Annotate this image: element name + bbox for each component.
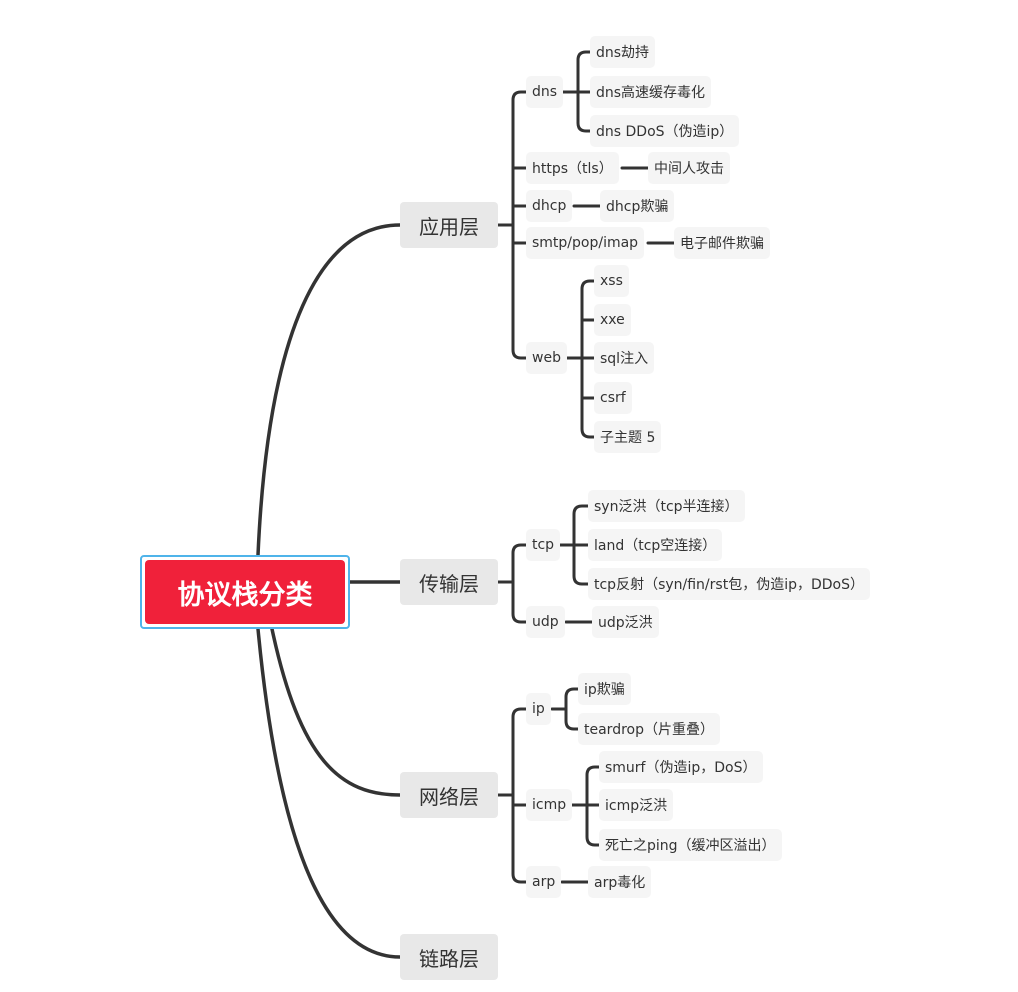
leaf-label: csrf xyxy=(600,390,626,406)
leaf-mitm[interactable]: 中间人攻击 xyxy=(648,152,730,184)
leaf-label: 子主题 5 xyxy=(600,430,656,446)
leaf-subtopic-5[interactable]: 子主题 5 xyxy=(594,421,662,453)
app-bracket-child-4 xyxy=(511,223,528,360)
root-node[interactable]: 协议栈分类 xyxy=(140,555,350,629)
leaf-tcp-reflect[interactable]: tcp反射（syn/fin/rst包，伪造ip，DDoS） xyxy=(588,568,870,600)
branch-label: 传输层 xyxy=(419,571,479,596)
ip-bracket-child-1 xyxy=(564,707,580,731)
topic-label: dhcp xyxy=(532,198,567,214)
leaf-ip-spoof[interactable]: ip欺骗 xyxy=(578,673,631,705)
root-link-application xyxy=(256,223,402,557)
topic-tcp[interactable]: tcp xyxy=(526,529,561,561)
leaf-land[interactable]: land（tcp空连接） xyxy=(588,529,723,561)
topic-label: dns xyxy=(532,84,558,100)
leaf-dhcp-spoof[interactable]: dhcp欺骗 xyxy=(600,190,675,222)
topic-dns[interactable]: dns xyxy=(526,76,564,108)
topic-icmp[interactable]: icmp xyxy=(526,789,573,821)
branch-label: 应用层 xyxy=(419,214,479,239)
root-label: 协议栈分类 xyxy=(145,560,345,624)
branch-label: 链路层 xyxy=(419,946,479,971)
tcp-bracket-child-0 xyxy=(572,504,590,547)
leaf-label: teardrop（片重叠） xyxy=(584,722,714,738)
network-bracket-child-0 xyxy=(511,707,528,797)
branch-link-layer[interactable]: 链路层 xyxy=(400,934,498,980)
leaf-label: tcp反射（syn/fin/rst包，伪造ip，DDoS） xyxy=(594,577,864,593)
leaf-label: 电子邮件欺骗 xyxy=(680,236,764,252)
leaf-label: arp毒化 xyxy=(594,875,646,891)
ip-bracket-child-0 xyxy=(564,687,580,711)
leaf-label: 死亡之ping（缓冲区溢出） xyxy=(605,838,776,854)
leaf-dns-ddos[interactable]: dns DDoS（伪造ip） xyxy=(590,115,740,147)
topic-udp[interactable]: udp xyxy=(526,606,565,638)
leaf-xss[interactable]: xss xyxy=(594,265,629,297)
root-link-network xyxy=(270,627,402,797)
leaf-smurf[interactable]: smurf（伪造ip，DoS） xyxy=(599,751,763,783)
leaf-udp-flood[interactable]: udp泛洪 xyxy=(592,606,659,638)
leaf-label: smurf（伪造ip，DoS） xyxy=(605,760,757,776)
leaf-sqli[interactable]: sql注入 xyxy=(594,342,655,374)
app-bracket-child-0 xyxy=(511,90,528,227)
leaf-label: xxe xyxy=(600,312,625,328)
leaf-label: syn泛洪（tcp半连接） xyxy=(594,499,739,515)
root-link-link-layer xyxy=(256,627,402,959)
leaf-teardrop[interactable]: teardrop（片重叠） xyxy=(578,713,720,745)
leaf-email-spoof[interactable]: 电子邮件欺骗 xyxy=(674,227,770,259)
topic-arp[interactable]: arp xyxy=(526,866,562,898)
leaf-label: dns高速缓存毒化 xyxy=(596,85,706,101)
topic-smtp[interactable]: smtp/pop/imap xyxy=(526,227,645,259)
leaf-dns-cache-poison[interactable]: dns高速缓存毒化 xyxy=(590,76,712,108)
topic-web[interactable]: web xyxy=(526,342,567,374)
leaf-syn-flood[interactable]: syn泛洪（tcp半连接） xyxy=(588,490,745,522)
leaf-label: udp泛洪 xyxy=(598,615,653,631)
leaf-label: sql注入 xyxy=(600,351,649,367)
web-bracket-child-4 xyxy=(580,356,596,439)
leaf-label: 中间人攻击 xyxy=(654,161,724,177)
transport-bracket-child-0 xyxy=(511,543,528,584)
branch-transport-layer[interactable]: 传输层 xyxy=(400,559,498,605)
branch-label: 网络层 xyxy=(419,784,479,809)
topic-https[interactable]: https（tls） xyxy=(526,152,619,184)
topic-ip[interactable]: ip xyxy=(526,693,551,725)
leaf-label: ip欺骗 xyxy=(584,682,625,698)
branch-network-layer[interactable]: 网络层 xyxy=(400,772,498,818)
dns-bracket-child-0 xyxy=(576,50,592,94)
leaf-label: xss xyxy=(600,273,623,289)
leaf-label: dhcp欺骗 xyxy=(606,199,669,215)
topic-label: udp xyxy=(532,614,559,630)
network-bracket-child-2 xyxy=(511,793,528,884)
topic-dhcp[interactable]: dhcp xyxy=(526,190,573,222)
topic-label: tcp xyxy=(532,537,555,553)
leaf-arp-poison[interactable]: arp毒化 xyxy=(588,866,652,898)
topic-label: arp xyxy=(532,874,556,890)
icmp-bracket-child-0 xyxy=(585,765,601,807)
leaf-icmp-flood[interactable]: icmp泛洪 xyxy=(599,789,674,821)
topic-label: https（tls） xyxy=(532,161,613,177)
leaf-csrf[interactable]: csrf xyxy=(594,382,632,414)
tcp-bracket-child-2 xyxy=(572,543,590,586)
web-bracket-child-0 xyxy=(580,279,596,360)
leaf-ping-of-death[interactable]: 死亡之ping（缓冲区溢出） xyxy=(599,829,782,861)
topic-label: ip xyxy=(532,701,545,717)
leaf-label: land（tcp空连接） xyxy=(594,538,717,554)
topic-label: web xyxy=(532,350,561,366)
transport-bracket-child-1 xyxy=(511,580,528,624)
branch-application-layer[interactable]: 应用层 xyxy=(400,202,498,248)
icmp-bracket-child-2 xyxy=(585,803,601,847)
topic-label: icmp xyxy=(532,797,567,813)
leaf-xxe[interactable]: xxe xyxy=(594,304,631,336)
leaf-dns-hijack[interactable]: dns劫持 xyxy=(590,36,656,68)
leaf-label: dns劫持 xyxy=(596,45,650,61)
leaf-label: dns DDoS（伪造ip） xyxy=(596,124,734,140)
topic-label: smtp/pop/imap xyxy=(532,235,639,251)
leaf-label: icmp泛洪 xyxy=(605,798,668,814)
dns-bracket-child-2 xyxy=(576,90,592,133)
